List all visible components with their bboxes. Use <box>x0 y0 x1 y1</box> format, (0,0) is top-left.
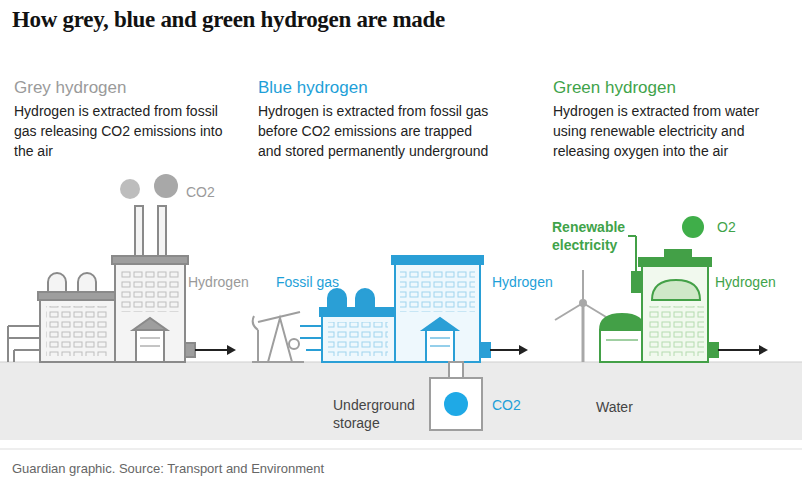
column-heading: Grey hydrogen <box>14 77 126 99</box>
output-label: Hydrogen <box>715 273 776 291</box>
emission-label: O2 <box>717 218 736 236</box>
input-label: Fossil gas <box>276 273 339 291</box>
grey-factory <box>8 174 236 362</box>
output-label: Hydrogen <box>492 273 553 291</box>
column-body: Hydrogen is extracted from fossil gas be… <box>258 101 498 161</box>
underground-storage <box>430 362 482 430</box>
storage-label: CO2 <box>492 396 521 414</box>
column-heading: Green hydrogen <box>553 77 676 99</box>
blue-factory <box>300 256 528 362</box>
input-label: Renewable electricity <box>552 218 630 254</box>
source-caption: Guardian graphic. Source: Transport and … <box>12 459 324 479</box>
input-label: Water <box>596 398 633 416</box>
column-body: Hydrogen is extracted from water using r… <box>553 101 778 161</box>
pumpjack <box>252 312 304 362</box>
output-label: Hydrogen <box>188 273 249 291</box>
column-body: Hydrogen is extracted from fossil gas re… <box>14 101 229 161</box>
diagram-title: How grey, blue and green hydrogen are ma… <box>12 6 445 34</box>
column-heading: Blue hydrogen <box>258 77 368 99</box>
emission-label: CO2 <box>186 183 215 201</box>
storage-label: Underground storage <box>333 396 423 432</box>
ground <box>0 362 802 440</box>
